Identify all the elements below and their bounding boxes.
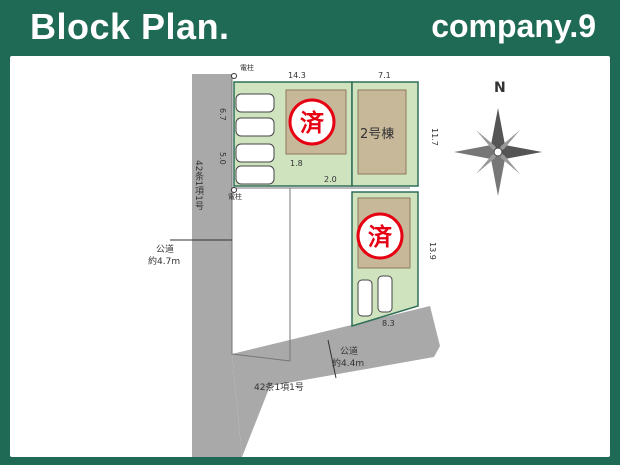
compass-north-label: N <box>494 80 506 96</box>
south-road-type: 42条1項1号 <box>254 381 304 393</box>
dim-lot3-depth: 13.9 <box>428 242 437 260</box>
west-road <box>192 74 242 457</box>
dim-lot1-parking-depth2: 5.0 <box>218 152 227 165</box>
compass-icon <box>454 108 542 196</box>
sold-stamp-1: 済 <box>288 98 336 146</box>
lot-outline-west <box>231 74 291 362</box>
lot-2-building <box>357 89 407 175</box>
west-road-width: 約4.7m <box>148 255 180 267</box>
pole-top-label: 電柱 <box>240 63 254 72</box>
dim-lot2-depth: 11.7 <box>430 128 439 146</box>
dim-lot2-width: 7.1 <box>378 71 391 80</box>
south-road-width: 約4.4m <box>332 357 364 369</box>
pole-middle-label: 電柱 <box>228 192 242 201</box>
sold-stamp-1-text: 済 <box>300 109 325 137</box>
south-road-width-arrow <box>327 339 337 379</box>
lot-2-label: 2号棟 <box>360 127 394 142</box>
west-road-type: 42条1項1号 <box>193 160 204 211</box>
south-road <box>232 306 440 457</box>
sold-stamp-2: 済 <box>356 212 404 260</box>
pole-middle <box>231 187 237 193</box>
company-name: company.9 <box>431 8 596 44</box>
dim-lot1-width: 14.3 <box>288 71 306 80</box>
lot-1-cars <box>235 93 275 185</box>
dim-lot1-setback: 1.8 <box>290 159 303 168</box>
dim-gap: 2.0 <box>324 175 337 184</box>
dim-lot3-frontage: 8.3 <box>382 319 395 328</box>
sold-stamp-2-text: 済 <box>368 223 393 251</box>
lot-3-cars <box>357 275 393 317</box>
south-road-name: 公道 <box>340 345 358 357</box>
page-title: Block Plan. <box>30 6 230 47</box>
block-plan-svg: 電柱 電柱 14.3 7.1 6.7 5.0 1.8 2.0 11.7 13.9… <box>148 63 542 457</box>
west-road-name: 公道 <box>156 243 174 255</box>
dim-lot1-parking-depth: 6.7 <box>218 108 227 121</box>
block-plan: 電柱 電柱 14.3 7.1 6.7 5.0 1.8 2.0 11.7 13.9… <box>10 56 610 457</box>
pole-top <box>231 73 237 79</box>
